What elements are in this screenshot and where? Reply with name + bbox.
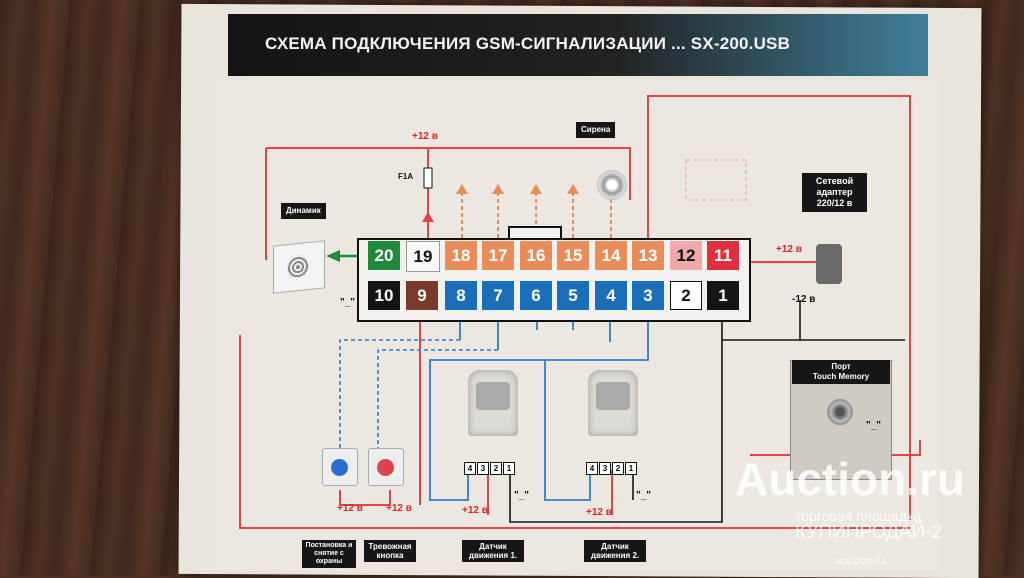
wire-arm-dashed	[339, 339, 460, 448]
motion-sensor-1	[468, 370, 518, 436]
pir2-label: Датчик движения 2.	[584, 540, 646, 562]
plus12-button1-label: +12 в	[337, 503, 363, 514]
minus-tm-label: "_"	[866, 420, 882, 431]
terminal-17: 17	[482, 241, 514, 270]
terminal-9: 9	[406, 281, 438, 310]
wire-pir1-loop	[429, 318, 649, 501]
wire-bottom	[239, 335, 910, 529]
terminal-12: 12	[670, 241, 702, 270]
terminal-2: 2	[670, 281, 702, 310]
fuse-symbol	[423, 167, 433, 189]
plus12-button2-label: +12 в	[386, 503, 412, 514]
ghost-device	[685, 159, 747, 201]
arm-button	[322, 448, 358, 486]
terminal-18: 18	[445, 241, 477, 270]
wire-top-power	[266, 147, 631, 200]
terminal-13: 13	[632, 241, 664, 270]
terminal-4: 4	[595, 281, 627, 310]
terminal-5: 5	[557, 281, 589, 310]
arrow-head-17	[492, 184, 504, 194]
siren-device	[597, 170, 627, 200]
terminal-7: 7	[482, 281, 514, 310]
arrow-head-19	[422, 212, 434, 222]
fuse-label: F1A	[398, 172, 414, 181]
terminal-6: 6	[520, 281, 552, 310]
plus12-pir1-label: +12 в	[462, 505, 488, 516]
terminal-1: 1	[707, 281, 739, 310]
arrow-head-16	[530, 184, 542, 194]
terminal-16: 16	[520, 241, 552, 270]
adapter-label: Сетевой адаптер 220/12 в	[802, 173, 867, 212]
terminal-11: 11	[707, 241, 739, 270]
terminal-10: 10	[368, 281, 400, 310]
siren-label: Сирена	[576, 122, 616, 138]
plus12-right-label: +12 в	[776, 244, 802, 255]
diagram-title: СХЕМА ПОДКЛЮЧЕНИЯ GSM-СИГНАЛИЗАЦИИ ... S…	[265, 34, 791, 53]
motion-sensor-2	[588, 370, 638, 436]
arrow-head-18	[456, 184, 468, 194]
terminal-20: 20	[368, 241, 400, 270]
wire-pir2-loop	[544, 360, 591, 501]
watermark-line2: торговая площадка	[795, 508, 922, 524]
power-adapter	[816, 244, 842, 284]
speaker-grill-icon	[286, 253, 310, 281]
pir1-label: Датчик движения 1.	[462, 540, 524, 562]
panic-button	[368, 448, 404, 486]
wire-panic-dashed	[377, 349, 498, 448]
minus-pir2-label: "_"	[636, 490, 652, 501]
arrow-head-15	[567, 184, 579, 194]
minus-pir1-label: "_"	[514, 490, 530, 501]
title-banner	[228, 14, 928, 76]
terminal-3: 3	[632, 281, 664, 310]
watermark-line4: auction.ru	[836, 555, 885, 567]
terminal-14: 14	[595, 241, 627, 270]
speaker-label: Динамик	[281, 203, 326, 219]
arm-label: Постановка и снятие с охраны	[302, 540, 356, 568]
plus12-top-label: +12 в	[412, 131, 438, 142]
terminal-block-notch	[508, 226, 562, 240]
arrow-head-20	[326, 250, 340, 262]
terminal-15: 15	[557, 241, 589, 270]
wire-buttons	[339, 490, 391, 506]
minus12-label: -12 в	[792, 294, 816, 305]
terminal-8: 8	[445, 281, 477, 310]
touch-memory-reader-icon	[827, 399, 853, 425]
minus-left-label: "_"	[340, 297, 356, 308]
watermark-main: Auction.ru	[735, 453, 965, 505]
terminal-19: 19	[406, 241, 440, 272]
watermark-line3: КУПИПРОДАЙ-2	[795, 522, 943, 543]
speaker-device	[273, 240, 325, 294]
panic-label: Тревожная кнопка	[364, 540, 416, 562]
wire-outer-right	[647, 95, 911, 520]
diagram-panel	[218, 80, 938, 570]
plus12-pir2-label: +12 в	[586, 507, 612, 518]
wire-ground-bottom	[509, 340, 723, 523]
